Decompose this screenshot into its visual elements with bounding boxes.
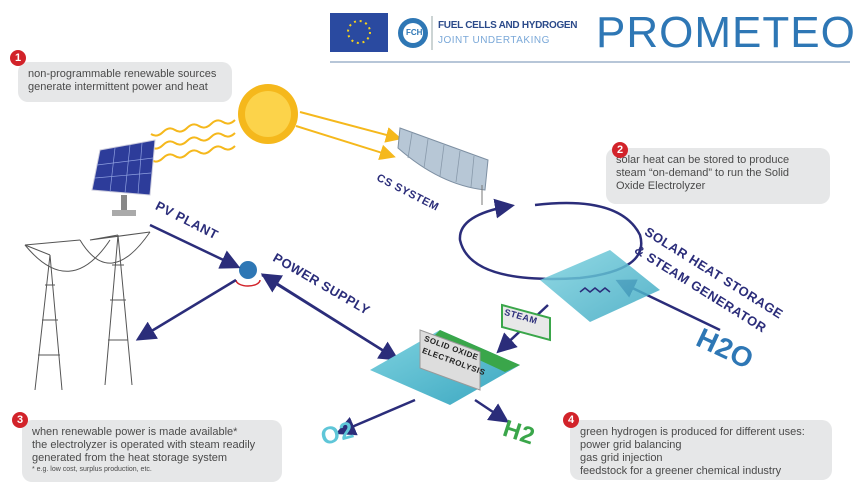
fch-name-line2: JOINT UNDERTAKING <box>438 35 550 46</box>
step-badge-2: 2 <box>612 142 628 158</box>
power-pylon-icon <box>24 231 151 391</box>
heat-storage-platform <box>540 250 660 322</box>
step-3-line: generated from the heat storage system <box>32 452 228 464</box>
step-box-3: when renewable power is made available* … <box>22 420 282 482</box>
step-1-line: generate intermittent power and heat <box>28 81 208 93</box>
step-2-line: solar heat can be stored to produce <box>616 154 790 166</box>
step-4-line: power grid balancing <box>580 439 682 451</box>
step-1-line: non-programmable renewable sources <box>28 68 217 80</box>
grid-node-icon <box>239 261 257 279</box>
step-box-1: non-programmable renewable sources gener… <box>18 62 232 102</box>
step-badge-1: 1 <box>10 50 26 66</box>
step-3-footnote: * e.g. low cost, surplus production, etc… <box>32 466 152 473</box>
heat-waves-icon <box>150 119 236 163</box>
step-4-line: green hydrogen is produced for different… <box>580 426 805 438</box>
step-box-2: solar heat can be stored to produce stea… <box>606 148 830 204</box>
eu-flag-icon <box>330 13 388 52</box>
step-3-line: when renewable power is made available* <box>32 426 238 438</box>
step-3-line: the electrolyzer is operated with steam … <box>32 439 256 451</box>
project-title: PROMETEO <box>596 8 856 57</box>
step-2-line: steam “on-demand” to run the Solid <box>616 167 790 179</box>
step-4-line: feedstock for a greener chemical industr… <box>580 465 782 477</box>
cs-trough-icon <box>397 127 489 205</box>
step-badge-3: 3 <box>12 412 28 428</box>
step-4-line: gas grid injection <box>580 452 663 464</box>
step-badge-4: 4 <box>563 412 579 428</box>
pv-panel-icon <box>91 139 156 216</box>
fch-name-line1: FUEL CELLS AND HYDROGEN <box>438 20 578 31</box>
fch-logo-text: FCH <box>406 28 423 37</box>
step-box-4: green hydrogen is produced for different… <box>570 420 832 480</box>
step-2-line: Oxide Electrolyzer <box>616 180 706 192</box>
fch-logo-icon <box>398 18 428 48</box>
